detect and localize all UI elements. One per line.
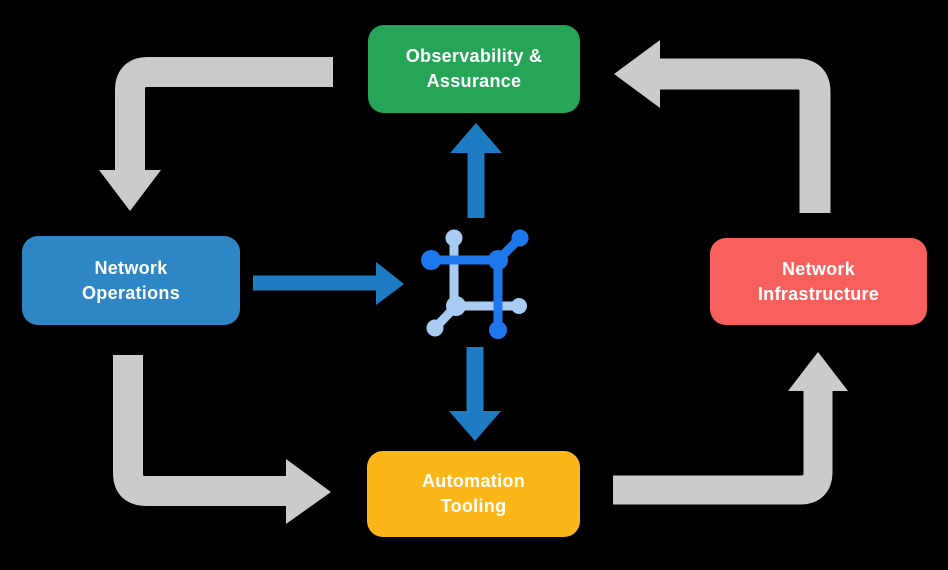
icon-dark-branch — [421, 229, 529, 339]
node-network-operations: Network Operations — [22, 236, 240, 325]
arrow-head — [788, 352, 848, 391]
icon-node — [511, 298, 527, 314]
network-automation-icon — [421, 229, 529, 339]
icon-node — [446, 296, 466, 316]
node-label-line: Network — [781, 258, 856, 279]
arrow-head — [450, 123, 502, 153]
arrow-head — [286, 459, 331, 524]
icon-node — [426, 319, 444, 337]
arrow-shaft — [613, 389, 833, 505]
icon-node — [511, 229, 529, 247]
icon-node — [421, 250, 441, 270]
node-network-infrastructure: Network Infrastructure — [710, 238, 927, 325]
arrow-head — [614, 40, 660, 108]
blue-arrow-icon-to-automation — [449, 347, 501, 441]
arrow-head — [376, 262, 404, 305]
blue-arrow-icon-to-observability — [450, 123, 502, 218]
node-label-line: Observability & — [405, 46, 543, 66]
node-label-line: Automation — [422, 471, 525, 491]
icon-node — [488, 250, 508, 270]
arrow-head — [449, 411, 501, 441]
blue-arrow-operations-to-icon — [253, 262, 404, 305]
cycle-arrow-operations-to-automation — [113, 355, 331, 524]
cycle-arrow-automation-to-infrastructure — [613, 352, 848, 505]
icon-light-branch — [426, 229, 527, 337]
cycle-arrow-observability-to-operations — [99, 57, 333, 211]
node-label-line: Operations — [81, 282, 181, 303]
icon-node — [445, 229, 463, 247]
node-label-line: Tooling — [440, 496, 507, 516]
icon-node — [489, 321, 507, 339]
arrow-shaft — [658, 58, 831, 213]
node-automation-tooling: Automation Tooling — [367, 451, 580, 537]
arrow-shaft — [113, 355, 288, 506]
arrow-shaft — [115, 57, 333, 172]
node-observability-assurance: Observability & Assurance — [368, 25, 580, 113]
cycle-arrow-infrastructure-to-observability — [614, 40, 831, 213]
node-label-line: Network — [94, 257, 168, 278]
node-label-line: Assurance — [426, 71, 522, 91]
arrow-head — [99, 170, 161, 211]
node-label-line: Infrastructure — [757, 283, 880, 304]
